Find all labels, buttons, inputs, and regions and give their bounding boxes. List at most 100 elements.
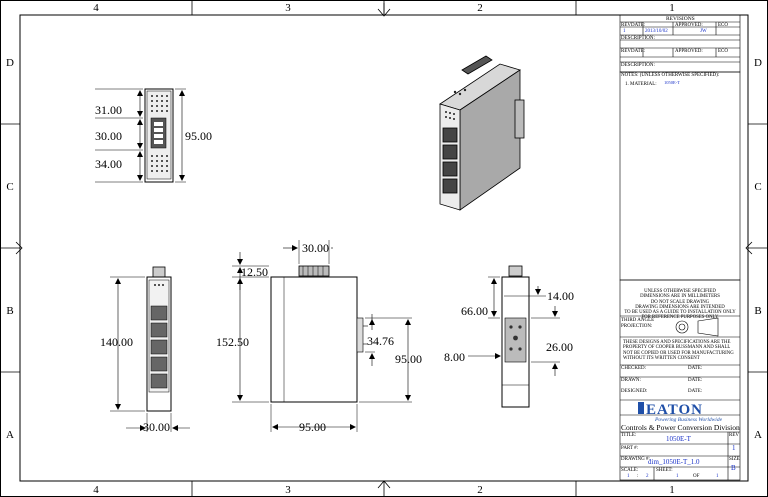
scale-label: SCALE:: [621, 468, 639, 473]
rev-value-1: 1: [623, 29, 626, 34]
drawing-label: DRAWING #:: [621, 457, 650, 462]
scale-sep: :: [637, 474, 639, 479]
date-label-2: DATE:: [631, 49, 646, 54]
row-label-a-left: A: [6, 429, 14, 441]
dim-side-rail: 34.76: [367, 334, 394, 348]
title-label: TITLE:: [621, 433, 637, 438]
col-label-4-bottom: 4: [93, 484, 99, 496]
rev-label-title: REV: [729, 433, 739, 438]
dim-rear-offset: 8.00: [444, 350, 465, 364]
rear-view: [468, 265, 560, 408]
isometric-view: [439, 55, 525, 211]
date-value-1: 2013/10/02: [645, 29, 668, 34]
row-label-c-right: C: [754, 181, 761, 193]
row-label-a-right: A: [754, 429, 762, 441]
designed-label: DESIGNED:: [621, 389, 648, 394]
disclaimer-line-2: PROPERTY OF COOPER BUSSMANN AND SHALL: [623, 345, 731, 351]
standards-block: UNLESS OTHERWISE SPECIFIED DIMENSIONS AR…: [620, 289, 740, 321]
drawn-date-label: DATE:: [688, 378, 703, 383]
eaton-brand-text: EATON: [646, 402, 703, 418]
rev-label-2: REV: [621, 49, 631, 54]
left-view: [110, 266, 190, 432]
date-label-1: DATE:: [631, 23, 646, 28]
designed-date-label: DATE:: [688, 389, 703, 394]
projection-label: PROJECTION:: [621, 324, 653, 329]
disclaimer-line-3: NOT BE COPIED OR USED FOR MANUFACTURING: [623, 350, 734, 356]
rev-value-title: 1: [732, 444, 736, 452]
standards-line-1: UNLESS OTHERWISE SPECIFIED: [644, 289, 716, 294]
row-label-b-left: B: [6, 305, 13, 317]
approved-label-2: APPROVED:: [675, 49, 703, 54]
row-label-b-right: B: [754, 305, 761, 317]
center-mark-left-icon: [15, 241, 23, 255]
side-view: [232, 240, 412, 432]
dim-left-height: 140.00: [100, 335, 133, 349]
row-label-d-right: D: [754, 57, 762, 69]
sheet-of: OF: [693, 474, 700, 479]
disclaimer-line-1: THESE DESIGNS AND SPECIFICATIONS ARE THE: [623, 340, 731, 345]
title-block-grid: [619, 14, 741, 481]
sheet-a: 1: [676, 474, 679, 479]
standards-line-2: DIMENSIONS ARE IN MILLIMETERS: [640, 294, 720, 300]
row-label-c-left: C: [6, 181, 13, 193]
dim-side-top-offset: 12.50: [241, 265, 268, 279]
checked-label: CHECKED:: [621, 366, 646, 371]
checked-date-label: DATE:: [688, 366, 703, 371]
sheet-label: SHEET:: [656, 468, 673, 473]
col-label-1-top: 1: [669, 2, 675, 14]
dim-side-width: 95.00: [299, 420, 326, 434]
dim-rear-top: 14.00: [547, 289, 574, 303]
col-label-1-bottom: 1: [669, 484, 675, 496]
col-label-4-top: 4: [93, 2, 99, 14]
third-angle-label: THIRD ANGLE: [621, 318, 655, 323]
drawing-value: dim_1050E-T_1.0: [648, 458, 700, 466]
notes-heading: NOTES: (UNLESS OTHERWISE SPECIFIED):: [621, 73, 720, 78]
size-label: SIZE: [729, 457, 740, 462]
dim-front-top: 31.00: [95, 103, 122, 117]
eaton-tagline: Powering Business Worldwide: [655, 417, 723, 423]
disclaimer-block: THESE DESIGNS AND SPECIFICATIONS ARE THE…: [623, 340, 734, 361]
eco-label-2: ECO: [718, 49, 728, 54]
dim-left-width: 30.00: [143, 420, 170, 434]
material-value: 1050E-T: [664, 80, 680, 85]
sheet-b: 1: [716, 474, 719, 479]
eco-label-1: ECO: [718, 23, 728, 28]
approved-value-1: JW: [700, 29, 707, 34]
description-label-2: DESCRIPTION:: [621, 63, 655, 68]
drawn-label: DRAWN:: [621, 378, 641, 383]
dim-front-height: 95.00: [185, 129, 212, 143]
dim-rear-low: 26.00: [546, 340, 573, 354]
disclaimer-line-4: WITHOUT ITS WRITTEN CONSENT: [623, 355, 700, 361]
material-label: 1. MATERIAL:: [625, 82, 657, 87]
eaton-logo: EATON: [638, 402, 703, 418]
revisions-heading: REVISIONS: [666, 16, 695, 22]
col-label-2-top: 2: [477, 2, 483, 14]
col-label-3-bottom: 3: [285, 484, 291, 496]
dim-side-top-width: 30.00: [302, 241, 329, 255]
standards-line-4: DRAWING DIMENSIONS ARE INTENDED: [635, 304, 725, 310]
standards-line-6: FOR REFERENCE PURPOSES ONLY: [641, 315, 719, 321]
approved-label-1: APPROVED:: [675, 23, 703, 28]
scale-a: 1: [627, 474, 630, 479]
scale-b: 2: [646, 474, 649, 479]
part-label: PART #:: [621, 446, 639, 451]
col-label-3-top: 3: [285, 2, 291, 14]
standards-line-5: TO BE USED AS A GUIDE TO INSTALLATION ON…: [624, 310, 736, 316]
third-angle-projection-icon: [675, 317, 719, 337]
dim-front-bottom: 34.00: [95, 157, 122, 171]
title-value: 1050E-T: [666, 435, 691, 443]
center-mark-bottom-icon: [377, 480, 391, 489]
size-value: B: [731, 464, 736, 472]
division-name: Controls & Power Conversion Division: [621, 423, 740, 432]
center-mark-right-icon: [745, 241, 753, 255]
row-label-d-left: D: [6, 57, 14, 69]
rev-label-1: REV: [621, 23, 631, 28]
col-label-2-bottom: 2: [477, 484, 483, 496]
dim-front-mid: 30.00: [95, 129, 122, 143]
front-view: [95, 88, 186, 183]
description-label-1: DESCRIPTION:: [621, 36, 655, 41]
dim-rear-mid: 66.00: [461, 304, 488, 318]
standards-line-3: DO NOT SCALE DRAWING: [650, 299, 710, 305]
dim-side-height: 152.50: [216, 335, 249, 349]
